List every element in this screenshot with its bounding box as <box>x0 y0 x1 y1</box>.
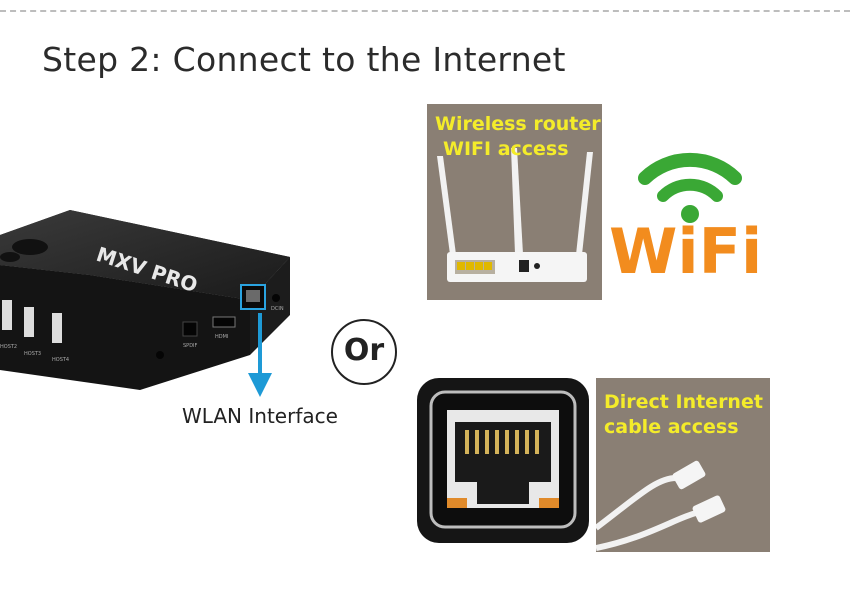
router-label-line1: Wireless router <box>435 113 601 135</box>
hdmi-port <box>212 316 236 328</box>
router-label-line2: WIFI access <box>443 138 569 160</box>
router-label: Wireless router WIFI access <box>435 112 601 162</box>
wifi-logo: WiFi <box>609 152 762 283</box>
wifi-signal-icon <box>638 152 742 185</box>
usb-port-1 <box>2 300 12 330</box>
port-label-hdmi: HDMI <box>215 334 228 340</box>
top-dashed-divider <box>0 10 850 12</box>
usb-port-3 <box>52 313 62 343</box>
cable-label-line2: cable access <box>604 416 739 438</box>
direct-cable-panel: Direct Internet cable access <box>596 378 770 552</box>
ethernet-jack-illustration <box>417 378 589 543</box>
wifi-logo-text: WiFi <box>609 215 762 283</box>
or-badge: Or <box>331 319 397 385</box>
cable-label: Direct Internet cable access <box>604 390 763 440</box>
wlan-interface-label: WLAN Interface <box>182 404 338 428</box>
port-label-host4: HOST4 <box>52 357 69 363</box>
tv-box-illustration: MXV PRO HOST2 HOST3 HOST4 SPDIF HDMI DCI… <box>0 210 290 397</box>
port-label-host3: HOST3 <box>24 351 41 357</box>
router-illustration <box>437 148 593 282</box>
usb-port-2 <box>24 307 34 337</box>
wireless-router-panel: Wireless router WIFI access <box>427 104 602 300</box>
port-label-host2: HOST2 <box>0 344 17 350</box>
spdif-port <box>182 321 198 337</box>
or-label: Or <box>343 333 385 368</box>
port-label-dcin: DCIN <box>271 306 284 312</box>
cable-label-line1: Direct Internet <box>604 391 763 413</box>
port-label-spdif: SPDIF <box>183 343 198 349</box>
arrow-head-icon <box>248 373 272 397</box>
ethernet-cable-illustration <box>596 460 726 551</box>
page-title: Step 2: Connect to the Internet <box>42 40 566 79</box>
top-button <box>12 239 48 255</box>
